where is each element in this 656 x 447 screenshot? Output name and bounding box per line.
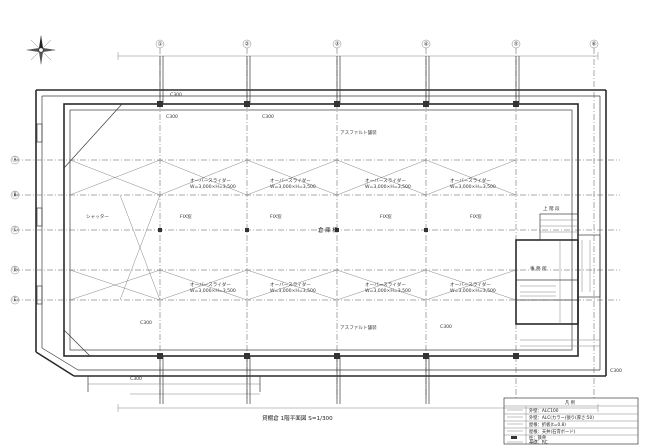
fix-window-3: FIX窓: [380, 213, 392, 220]
bracing-diagonals: [69, 159, 517, 301]
grid-row-e-label: Ⓔ: [12, 296, 18, 304]
door-size-1: W=3,000×H=3,500: [190, 184, 236, 190]
legend-item-6: 基礎：RC: [529, 439, 548, 446]
door-label-7: オーバースライダー: [365, 281, 406, 288]
beam-lines: [159, 56, 520, 404]
grid-col-3-label: ③: [335, 42, 340, 48]
beam-label-7: C300: [610, 368, 622, 374]
compass-north-arrow-icon: [26, 35, 56, 65]
door-size-8: W=3,000×H=3,500: [450, 288, 496, 294]
beam-label-3: C300: [262, 114, 274, 120]
asphalt-label-top: アスファルト舗装: [340, 129, 377, 136]
door-size-2: W=3,000×H=3,500: [270, 184, 316, 190]
legend-box: 凡 例 外壁：ALC100 外壁：ALC(カラー)張り(厚さ:50) 屋根：折板…: [503, 397, 639, 446]
row-grid-labels: Ⓐ Ⓑ Ⓒ Ⓓ Ⓔ: [10, 156, 20, 305]
beam-label-2: C300: [166, 114, 178, 120]
door-label-3: オーバースライダー: [365, 177, 406, 184]
grid-row-b-label: Ⓑ: [12, 191, 18, 199]
legend-item-4: 屋根：天井(石膏ボード): [529, 428, 576, 435]
door-size-5: W=3,000×H=3,500: [190, 288, 236, 294]
fix-window-1: FIX窓: [180, 213, 192, 220]
beam-label-4: C300: [140, 320, 152, 326]
beam-label-5: C300: [440, 324, 452, 330]
door-size-3: W=3,000×H=3,500: [365, 184, 411, 190]
fix-window-2: FIX窓: [270, 213, 282, 220]
door-label-2: オーバースライダー: [270, 177, 311, 184]
left-wall-openings: [36, 123, 43, 305]
row-grid: [14, 159, 620, 301]
legend-item-1: 外壁：ALC100: [529, 407, 559, 414]
grid-row-d-label: Ⓓ: [12, 266, 18, 274]
column-grid: [159, 48, 595, 400]
door-size-6: W=3,000×H=3,500: [270, 288, 316, 294]
legend-item-2: 外壁：ALC(カラー)張り(厚さ:50): [529, 414, 594, 421]
door-size-4: W=3,000×H=3,500: [450, 184, 496, 190]
drawing-title: 貸棚倉 1階平面図 S=1/300: [262, 414, 333, 422]
room-warehouse-label: 倉 庫 棟: [318, 226, 338, 234]
door-label-5: オーバースライダー: [190, 281, 231, 288]
site-boundary: [35, 89, 607, 377]
structural-columns: [157, 101, 519, 359]
door-label-8: オーバースライダー: [450, 281, 491, 288]
shutter-label: シャッター: [86, 213, 109, 220]
plan-labels: 倉 庫 棟 事 務 所 上 階 段 アスファルト舗装 アスファルト舗装 オーバー…: [86, 92, 622, 382]
door-label-4: オーバースライダー: [450, 177, 491, 184]
door-size-7: W=3,000×H=3,500: [365, 288, 411, 294]
column-grid-labels: ① ② ③ ④ ⑤ ⑥: [155, 39, 599, 49]
beam-label-1: C300: [170, 92, 182, 98]
room-office-label: 事 務 所: [530, 265, 547, 272]
fix-window-4: FIX窓: [470, 213, 482, 220]
legend-item-3: 屋根：折板(t=0.8): [529, 421, 566, 428]
door-label-6: オーバースライダー: [270, 281, 311, 288]
office-block: [515, 213, 601, 325]
drawing-title-text: 貸棚倉 1階平面図 S=1/300: [262, 414, 333, 422]
grid-row-c-label: Ⓒ: [12, 226, 18, 234]
grid-col-1-label: ①: [158, 42, 163, 48]
legend-item-5: 柱：鉄骨: [529, 434, 546, 441]
bottom-apron: [87, 339, 600, 392]
stairs-label: 上 階 段: [543, 205, 560, 212]
beam-label-6: C300: [130, 376, 142, 382]
door-label-1: オーバースライダー: [190, 177, 231, 184]
grid-row-a-label: Ⓐ: [12, 156, 18, 164]
dimension-bottom: [117, 393, 599, 412]
legend-header: 凡 例: [565, 399, 575, 406]
grid-col-6-label: ⑥: [592, 42, 597, 48]
grid-col-4-label: ④: [424, 42, 429, 48]
grid-col-2-label: ②: [245, 41, 250, 48]
asphalt-label-bottom: アスファルト舗装: [340, 324, 377, 331]
grid-col-5-label: ⑤: [514, 42, 519, 48]
dimension-top: [117, 52, 599, 60]
